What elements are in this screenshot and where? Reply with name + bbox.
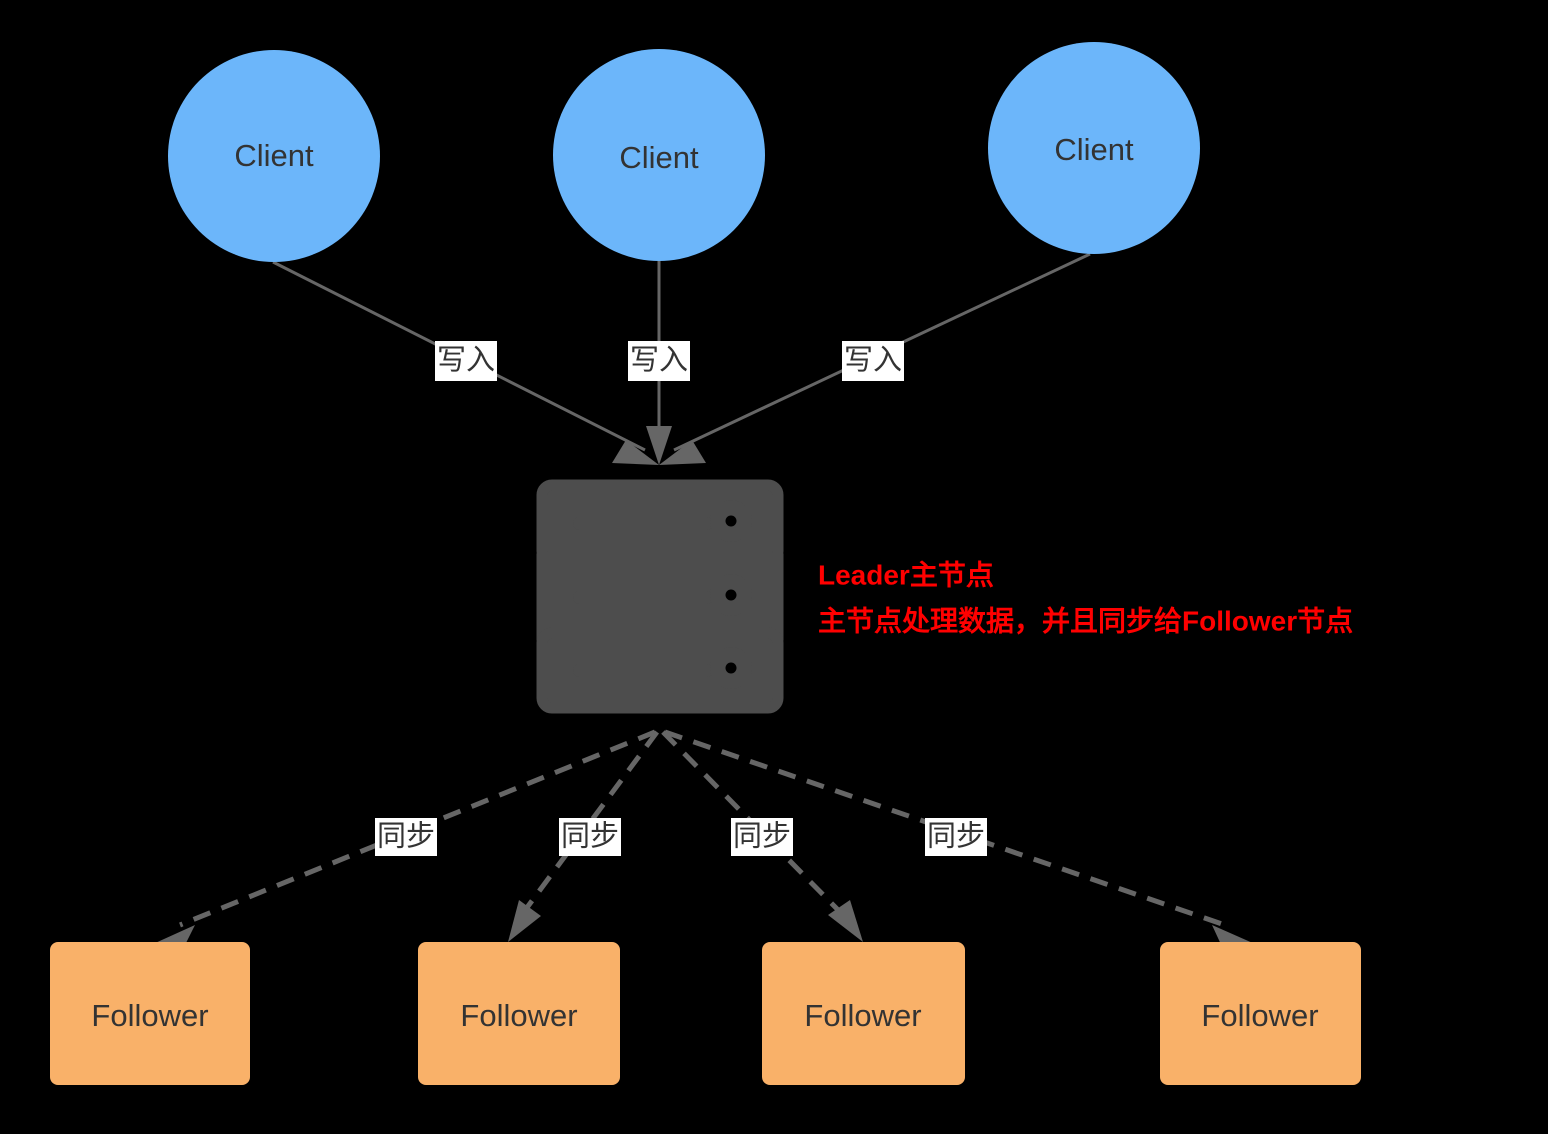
leader-annotation: Leader主节点 主节点处理数据，并且同步给Follower节点 [818,559,1353,636]
follower-label-3: Follower [804,998,921,1033]
follower-label-2: Follower [460,998,577,1033]
follower-node-3[interactable]: Follower [762,942,965,1085]
sync-edge-label-bg-2 [559,818,621,856]
write-edge-label-3: 写入 [842,341,904,381]
write-edge-arrowhead-1 [612,440,659,465]
follower-label-4: Follower [1201,998,1318,1033]
sync-edge-label-bg-4 [925,818,987,856]
write-edge-label-bg-2 [628,341,690,381]
server-unit-bar-3 [573,664,713,677]
client-label-3: Client [1054,132,1134,167]
client-node-3[interactable]: Client [988,42,1200,254]
write-edge-label-2: 写入 [628,341,690,381]
server-unit-disk-hole-1 [725,515,737,527]
sync-edge-label-text-4: 同步 [927,820,985,853]
leader-annotation-line-1: Leader主节点 [818,559,994,590]
sync-edges-group [153,729,1255,951]
client-circle-3[interactable] [988,42,1200,254]
write-edge-arrowhead-2 [646,426,672,465]
write-edge-label-text-1: 写入 [437,345,495,377]
sync-edge-label-text-3: 同步 [733,820,791,853]
client-label-1: Client [234,138,314,173]
client-label-2: Client [619,140,699,175]
follower-rect-1[interactable] [50,942,250,1085]
sync-edge-arrowhead-3 [828,900,863,942]
write-edge-label-1: 写入 [435,341,497,381]
sync-edge-label-text-1: 同步 [377,820,435,853]
follower-label-1: Follower [91,998,208,1033]
sync-edge-line-4 [664,729,1226,928]
sync-edge-arrowhead-2 [508,900,541,942]
sync-edge-label-text-2: 同步 [561,820,619,853]
follower-rect-3[interactable] [762,942,965,1085]
write-edge-label-text-2: 写入 [630,345,688,377]
write-edge-arrowhead-3 [659,440,706,465]
write-edge-label-bg-3 [842,341,904,381]
sync-edge-line-2 [517,730,660,919]
write-edge-label-text-3: 写入 [844,345,902,377]
server-rack-icon[interactable] [536,479,784,714]
sync-edge-label-1: 同步 [375,818,437,856]
client-node-2[interactable]: Client [553,49,765,261]
client-node-1[interactable]: Client [168,50,380,262]
sync-edge-label-bg-3 [731,818,793,856]
leader-annotation-line-2: 主节点处理数据，并且同步给Follower节点 [818,605,1353,636]
client-circle-1[interactable] [168,50,380,262]
write-edge-label-bg-1 [435,341,497,381]
sync-edge-label-2: 同步 [559,818,621,856]
server-unit-disk-hole-3 [725,662,737,674]
server-unit-disk-hole-2 [725,589,737,601]
sync-edge-label-bg-1 [375,818,437,856]
follower-rect-2[interactable] [418,942,620,1085]
follower-rect-4[interactable] [1160,942,1361,1085]
sync-edge-label-4: 同步 [925,818,987,856]
server-unit-bar-1 [573,517,713,530]
server-unit-bar-2 [573,591,713,604]
follower-node-4[interactable]: Follower [1160,942,1361,1085]
follower-node-1[interactable]: Follower [50,942,250,1085]
client-circle-2[interactable] [553,49,765,261]
follower-node-2[interactable]: Follower [418,942,620,1085]
sync-edge-label-3: 同步 [731,818,793,856]
